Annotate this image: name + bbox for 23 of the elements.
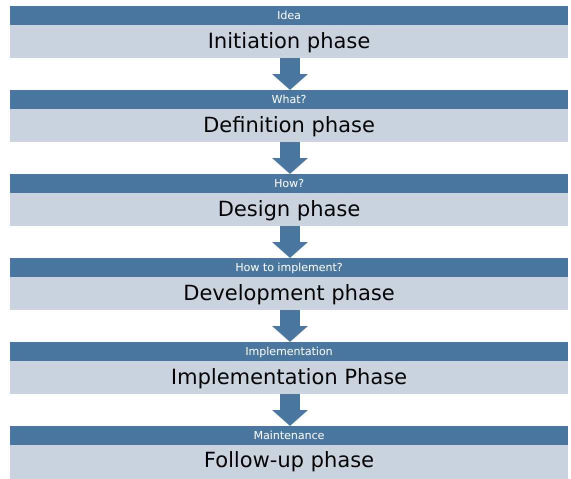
phase-panel xyxy=(10,258,568,310)
phase-panel xyxy=(10,174,568,226)
phase-question: Idea xyxy=(10,6,568,25)
down-arrow xyxy=(272,142,308,174)
phase-title: Implementation Phase xyxy=(10,361,568,394)
down-arrow xyxy=(272,58,308,90)
phase-panel xyxy=(10,6,568,58)
phase-question: Implementation xyxy=(10,342,568,361)
phase-title: Definition phase xyxy=(10,109,568,142)
phase-title: Follow-up phase xyxy=(10,445,568,479)
phase-question: Maintenance xyxy=(10,426,568,445)
phase-title: Development phase xyxy=(10,277,568,310)
down-arrow xyxy=(272,310,308,342)
phase-panel xyxy=(10,90,568,142)
phase-question: How? xyxy=(10,174,568,193)
phase-question: What? xyxy=(10,90,568,109)
phase-title: Design phase xyxy=(10,193,568,226)
phase-title: Initiation phase xyxy=(10,25,568,58)
phase-panel xyxy=(10,342,568,394)
phase-panel xyxy=(10,426,568,479)
down-arrow xyxy=(272,394,308,426)
down-arrow xyxy=(272,226,308,258)
phase-question: How to implement? xyxy=(10,258,568,277)
